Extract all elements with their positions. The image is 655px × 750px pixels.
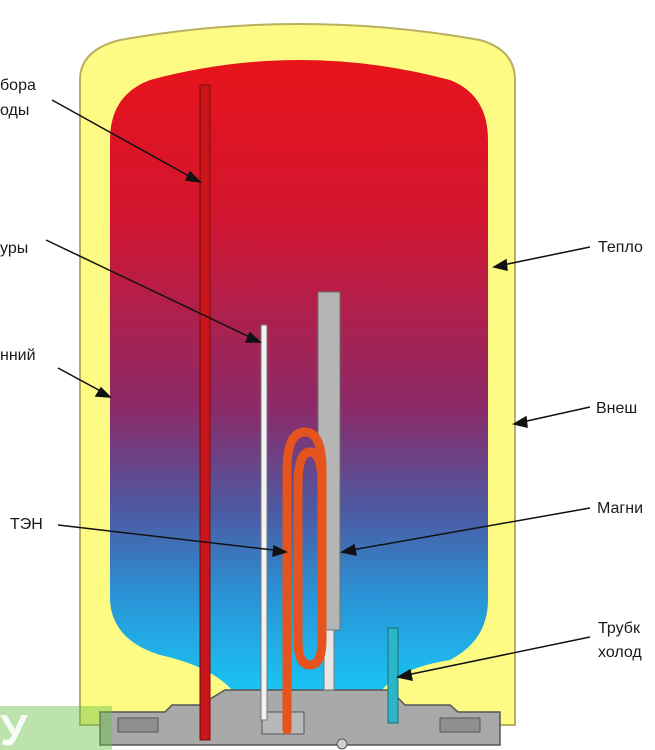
label-hot-outlet-line1: бора [0, 77, 36, 94]
heater-coil [282, 427, 327, 735]
arrow-anode [339, 543, 357, 556]
arrow-hot-pipe [184, 170, 203, 184]
hot-water-pipe [199, 84, 211, 741]
label-inner-tank: нний [0, 347, 36, 364]
arrow-inner-tank [94, 386, 112, 398]
label-cold-inlet-line1: Трубк [598, 620, 640, 637]
cold-water-pipe [387, 627, 399, 724]
watermark-bar [0, 706, 112, 750]
label-anode: Магни [597, 500, 644, 517]
label-thermostat: уры [0, 240, 29, 257]
leader-anode [345, 507, 591, 552]
base-block-right [439, 717, 481, 733]
arrow-thermostat [244, 331, 262, 343]
base-screw [336, 738, 348, 750]
leader-insulation [497, 246, 591, 267]
leader-lines [45, 99, 591, 681]
thermostat-tube [260, 324, 268, 721]
arrow-insulation [491, 258, 508, 271]
leader-inner-tank [57, 367, 107, 395]
leader-outer-shell [517, 406, 591, 424]
watermark-glyph: У [0, 706, 28, 750]
arrow-outer-shell [511, 415, 528, 428]
anode-stem [323, 629, 335, 691]
label-cold-inlet-line2: холод [598, 644, 642, 661]
leader-cold-pipe [401, 636, 591, 677]
arrow-heater [272, 544, 289, 558]
label-insulation: Тепло [598, 239, 643, 256]
leader-thermostat [45, 239, 257, 341]
leader-hot-pipe [51, 99, 197, 181]
leader-heater [57, 524, 283, 552]
label-heater: ТЭН [10, 516, 43, 533]
label-outer-shell: Внеш [596, 400, 638, 417]
arrow-cold-pipe [395, 668, 413, 681]
label-hot-outlet-line2: оды [0, 102, 30, 119]
base-block-left [117, 717, 159, 733]
